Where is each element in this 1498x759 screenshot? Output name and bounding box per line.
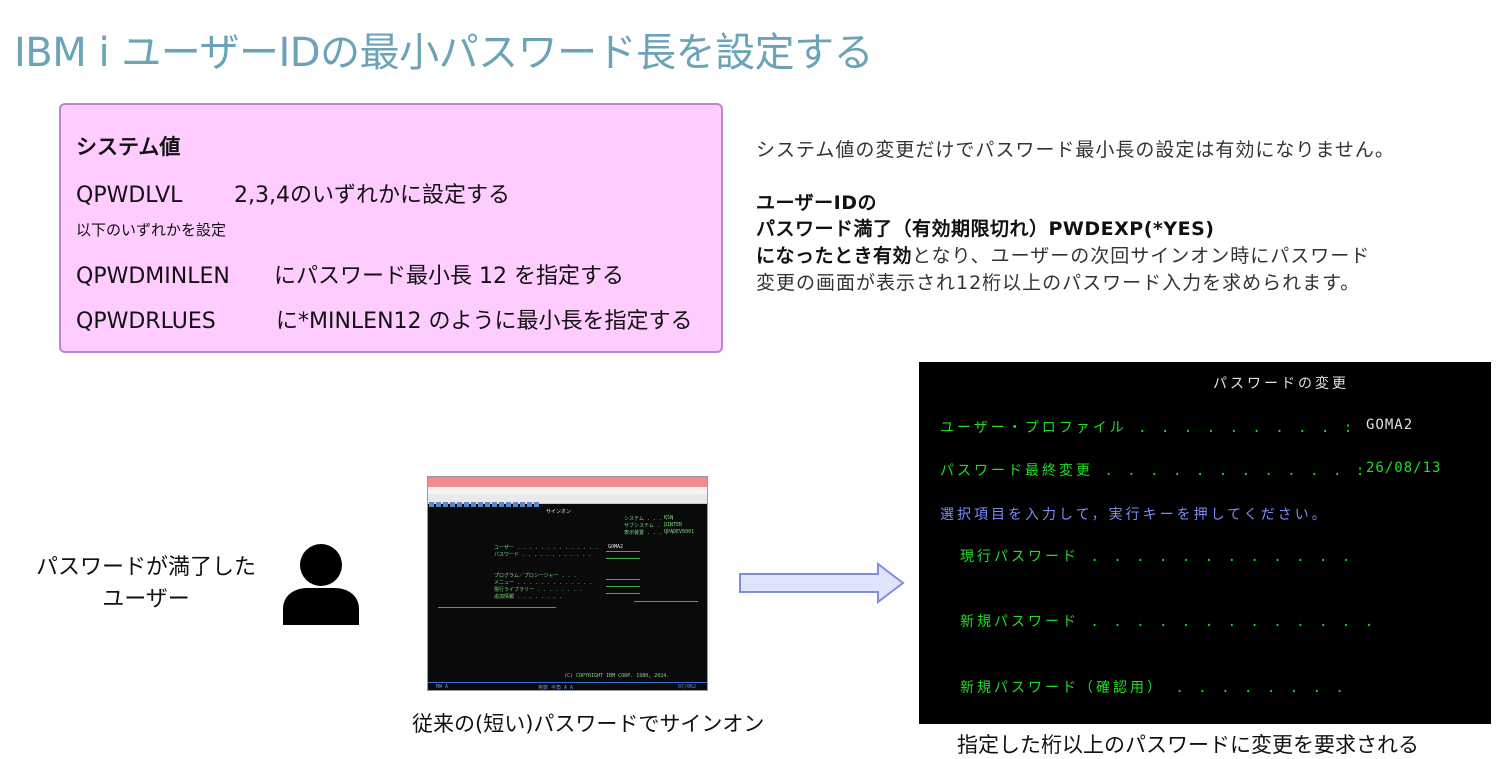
user-person-icon	[283, 544, 359, 625]
system-values-heading: システム値	[76, 135, 181, 159]
qpwdminlen-row: QPWDMINLEN にパスワード最小長 12 を指定する	[76, 258, 624, 290]
signon-title: サインオン	[546, 509, 572, 515]
signon-window-menubar	[428, 487, 707, 494]
password-change-screen: パスワードの変更 ユーザー・プロファイル . . . . . . . . . :…	[919, 362, 1491, 724]
signon-sys-label-2: サブシステム . . :	[624, 523, 672, 529]
current-password-label: 現行パスワード . . . . . . . . . . . .	[960, 549, 1354, 565]
profile-value: GOMA2	[1366, 417, 1414, 433]
signon-window-titlebar	[428, 477, 707, 487]
expired-user-label-line-2: ユーザー	[102, 587, 190, 612]
signon-sys-label-1: システム . . . . :	[624, 516, 674, 522]
expired-user-label: パスワードが満了した ユーザー	[36, 552, 256, 616]
qpwdrlues-key: QPWDRLUES	[76, 309, 216, 334]
signon-status-left: MW A	[436, 684, 449, 690]
signon-user-value: GOMA2	[608, 544, 624, 550]
signon-password-label: パスワード . . . . . . . . . . . .	[494, 552, 592, 558]
signon-screenshot: サインオン システム . . . . : サブシステム . . : 表示装置 .…	[427, 476, 708, 691]
change-instruction: 選択項目を入力して，実行キーを押してください。	[940, 507, 1329, 523]
explanation-line-1: システム値の変更だけでパスワード最小長の設定は有効になりません。	[756, 139, 1395, 161]
system-values-note: 以下のいずれかを設定	[76, 221, 227, 239]
signon-sys-value-2: QINTER	[664, 522, 683, 528]
signon-program-label: プログラム／プロシージャー . . .	[494, 573, 577, 579]
explanation-line-2: ユーザーIDの	[756, 192, 877, 214]
signon-tracking-label: 追加情報 . . . . . . . .	[494, 594, 563, 600]
qpwdminlen-key: QPWDMINLEN	[76, 264, 230, 289]
qpwdlvl-key: QPWDLVL	[76, 183, 183, 208]
qpwdlvl-row: QPWDLVL 2,3,4のいずれかに設定する	[76, 177, 510, 209]
signon-window-toolbar	[428, 494, 707, 507]
page-title: IBM i ユーザーIDの最小パスワード長を設定する	[14, 30, 874, 76]
signon-sys-value-1: KSN	[664, 515, 674, 521]
new-password-label: 新規パスワード . . . . . . . . . . . . .	[960, 614, 1377, 630]
qpwdrlues-value: に*MINLEN12 のように最小長を指定する	[276, 309, 693, 334]
explanation-line-3: パスワード満了（有効期限切れ）PWDEXP(*YES)	[756, 218, 1215, 240]
change-screen-title: パスワードの変更	[1213, 376, 1349, 392]
explanation-line-4: になったとき有効となり、ユーザーの次回サインオン時にパスワード	[756, 241, 1370, 268]
signon-sys-label-3: 表示装置 . . . . :	[624, 530, 675, 536]
qpwdminlen-value: にパスワード最小長 12 を指定する	[274, 264, 624, 289]
signon-caption: 従来の(短い)パスワードでサインオン	[412, 712, 765, 736]
right-arrow-icon	[739, 562, 905, 604]
change-caption: 指定した桁以上のパスワードに変更を要求される	[957, 733, 1419, 757]
explanation-line-5: 変更の画面が表示され12桁以上のパスワード入力を求められます。	[756, 272, 1361, 294]
qpwdrlues-row: QPWDRLUES に*MINLEN12 のように最小長を指定する	[76, 303, 693, 335]
confirm-password-label: 新規パスワード（確認用） . . . . . . . .	[960, 680, 1347, 696]
last-change-value: 26/08/13	[1366, 460, 1442, 476]
signon-screen: サインオン システム . . . . : サブシステム . . : 表示装置 .…	[428, 505, 707, 690]
last-change-label: パスワード最終変更 . . . . . . . . . . . :	[940, 463, 1368, 479]
signon-status-bar: MW A 英数 半角 A A 07/062	[428, 682, 707, 691]
explanation-line-4-rest: となり、ユーザーの次回サインオン時にパスワード	[912, 245, 1371, 267]
signon-user-label: ユーザー . . . . . . . . . . . . . .	[494, 545, 599, 551]
explanation-line-4-bold: になったとき有効	[756, 245, 913, 267]
signon-status-mid: 英数 半角 A A	[538, 685, 574, 691]
profile-label: ユーザー・プロファイル . . . . . . . . . :	[940, 420, 1356, 436]
signon-copyright: (C) COPYRIGHT IBM CORP. 1980, 2024.	[564, 673, 670, 679]
signon-sys-value-3: QPADEV0001	[664, 529, 695, 535]
signon-library-label: 現行ライブラリー . . . . . . . .	[494, 587, 583, 593]
signon-menu-label: メニュー . . . . . . . . . . . . .	[494, 580, 593, 586]
expired-user-label-line-1: パスワードが満了した	[36, 555, 257, 580]
qpwdlvl-value: 2,3,4のいずれかに設定する	[234, 183, 510, 208]
signon-status-right: 07/062	[678, 684, 697, 690]
